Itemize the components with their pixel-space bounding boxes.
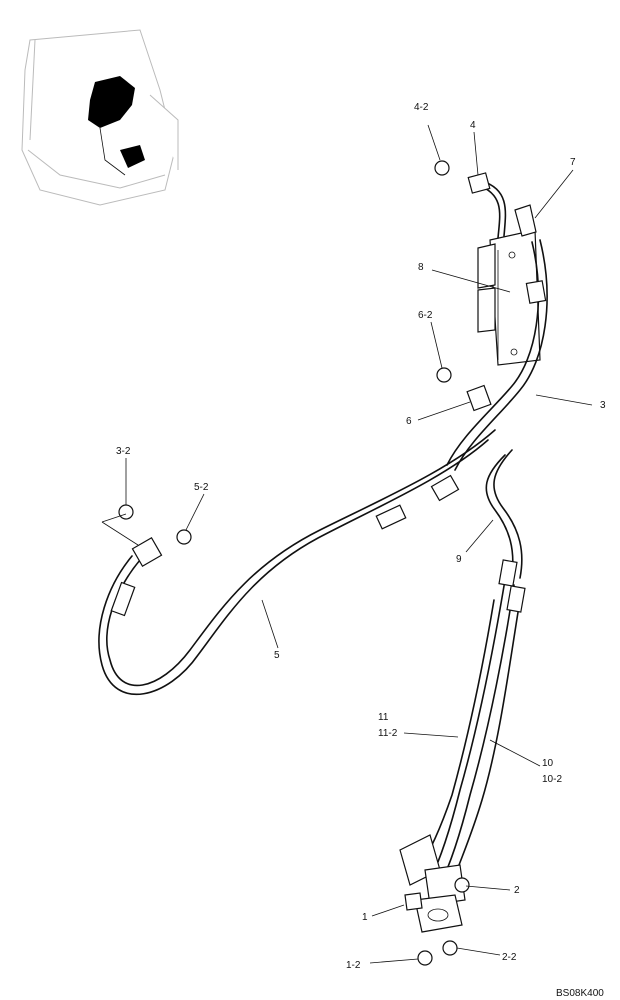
callout-5-2: 5-2 bbox=[194, 482, 209, 493]
o-rings bbox=[118, 160, 458, 966]
o-ring-4-2 bbox=[434, 160, 450, 176]
callout-9: 9 bbox=[456, 554, 462, 565]
o-ring-5-2 bbox=[176, 529, 192, 545]
callout-4-2: 4-2 bbox=[414, 102, 429, 113]
hose-lines bbox=[98, 180, 548, 891]
locator-highlight bbox=[88, 76, 135, 128]
callout-11: 11 bbox=[378, 712, 389, 723]
callout-10-2: 10-2 bbox=[542, 774, 562, 785]
callout-2-2: 2-2 bbox=[502, 952, 517, 963]
callout-1: 1 bbox=[362, 912, 368, 923]
callout-1-2: 1-2 bbox=[346, 960, 361, 971]
o-ring-3-2 bbox=[118, 504, 134, 520]
receiver-dryer-8 bbox=[477, 204, 541, 366]
callout-4: 4 bbox=[470, 120, 476, 131]
fittings bbox=[110, 172, 547, 617]
callout-7: 7 bbox=[570, 157, 576, 168]
drawing-code: BS08K400 bbox=[556, 988, 604, 999]
callout-3: 3 bbox=[600, 400, 606, 411]
o-ring-2-2 bbox=[442, 940, 458, 956]
callout-6-2: 6-2 bbox=[418, 310, 433, 321]
callout-11-2: 11-2 bbox=[378, 728, 398, 739]
callout-6: 6 bbox=[406, 416, 412, 427]
callout-2: 2 bbox=[514, 885, 520, 896]
compressor-fittings bbox=[399, 834, 470, 933]
leader-lines bbox=[101, 124, 593, 964]
o-ring-6-2 bbox=[436, 367, 452, 383]
machine-locator-thumbnail bbox=[21, 29, 179, 206]
callout-3-2: 3-2 bbox=[116, 446, 131, 457]
callout-5: 5 bbox=[274, 650, 280, 661]
o-ring-1-2 bbox=[417, 950, 433, 966]
callout-10: 10 bbox=[542, 758, 554, 769]
callout-labels: 4-2 4 7 8 6-2 3 6 3-2 5-2 9 5 11 11-2 10… bbox=[116, 102, 606, 971]
callout-8: 8 bbox=[418, 262, 424, 273]
